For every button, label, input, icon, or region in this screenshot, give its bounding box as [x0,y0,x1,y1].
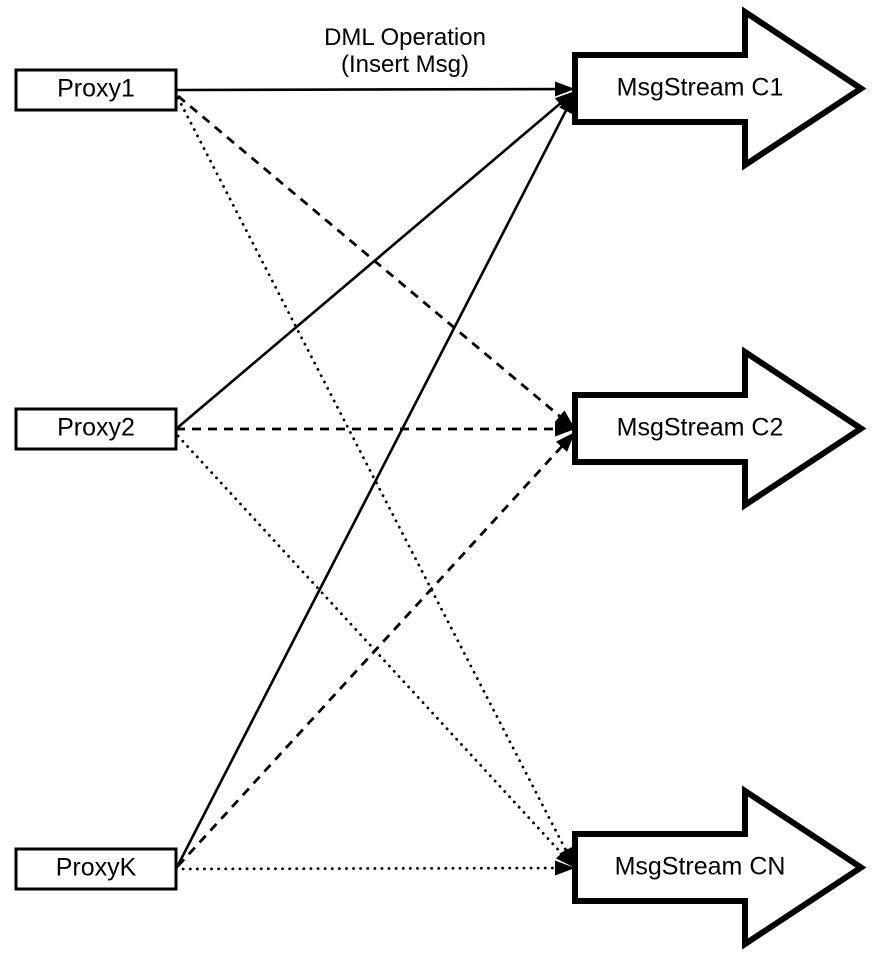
arrowhead-p2-c2 [555,421,575,437]
edge-pk-cn [174,866,563,871]
proxy-box [14,68,178,112]
arrowhead-p2-c1 [554,91,575,110]
msgstream-shape [572,6,867,171]
dml-operation-annotation: DML Operation (Insert Msg) [324,24,486,78]
msgstream-label: MsgStream CN [615,853,786,881]
msgstream-stream_cn[interactable]: MsgStream CN [572,785,867,950]
msgstream-label: MsgStream C1 [617,74,784,102]
annotation-line-2: (Insert Msg) [341,51,469,78]
arrowhead-pk-c1 [559,93,575,115]
arrowhead-pk-cn [554,860,575,876]
arrowhead-p1-c2 [554,410,575,429]
proxy-box [14,407,178,451]
edge-p1-c2 [177,94,566,422]
msgstream-stream_c2[interactable]: MsgStream C2 [572,346,867,511]
msgstream-stream_c1[interactable]: MsgStream C1 [572,6,867,171]
edge-p2-c1 [175,99,566,430]
arrowhead-pk-c2 [555,432,575,452]
edge-p2-cn [176,434,567,860]
arrowhead-p2-cn [555,848,575,868]
proxy-node-proxy2[interactable]: Proxy2 [14,407,178,451]
proxy-label: Proxy1 [57,75,135,103]
streams-layer: MsgStream C1 MsgStream C2 MsgStream CN [572,6,867,950]
proxy-label: Proxy2 [57,414,135,442]
msgstream-shape [572,785,867,950]
arrowhead-p1-c1 [554,81,575,97]
edge-p1-cn [176,96,570,857]
edge-pk-c1 [174,104,570,870]
proxy-node-proxy1[interactable]: Proxy1 [14,68,178,112]
arrowheads-layer [554,81,575,876]
edge-p1-c1 [175,87,562,92]
proxy-label: ProxyK [56,854,137,882]
proxy-node-proxyk[interactable]: ProxyK [14,847,178,891]
msgstream-label: MsgStream C2 [617,414,784,442]
annotation-line-1: DML Operation [324,24,486,51]
proxy-box [14,847,178,891]
msgstream-shape [572,346,867,511]
edges-layer [174,87,570,871]
edge-pk-c2 [176,441,567,867]
